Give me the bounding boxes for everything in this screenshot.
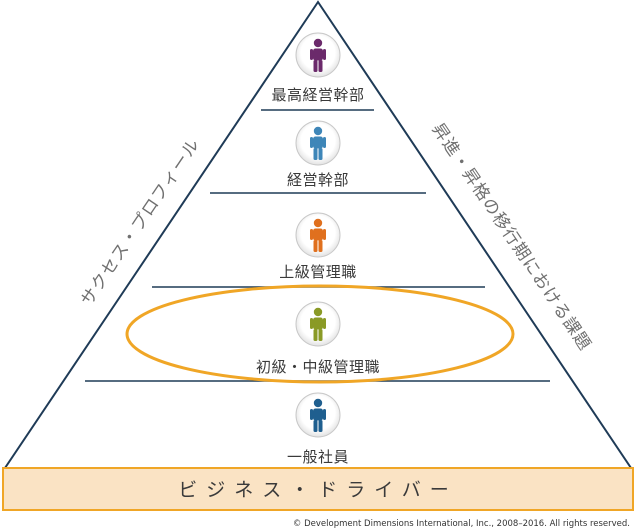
tier-label-junior-middle-manager: 初級・中級管理職 [256, 358, 380, 376]
person-icon-senior-manager [295, 212, 341, 258]
highlight-ellipse [125, 284, 515, 384]
copyright-notice: © Development Dimensions International, … [293, 519, 630, 529]
tier-label-executive: 経営幹部 [287, 171, 349, 189]
person-icon-staff [295, 392, 341, 438]
person-icon-executive-top [295, 32, 341, 78]
person-icon-executive [295, 120, 341, 166]
base-band [2, 467, 634, 511]
person-icon-junior-middle-manager [295, 301, 341, 347]
tier-label-staff: 一般社員 [287, 448, 349, 466]
tier-label-executive-top: 最高経営幹部 [271, 86, 364, 104]
base-label: ビジネス・ドライバー [178, 479, 458, 501]
tier-label-senior-manager: 上級管理職 [279, 263, 357, 281]
